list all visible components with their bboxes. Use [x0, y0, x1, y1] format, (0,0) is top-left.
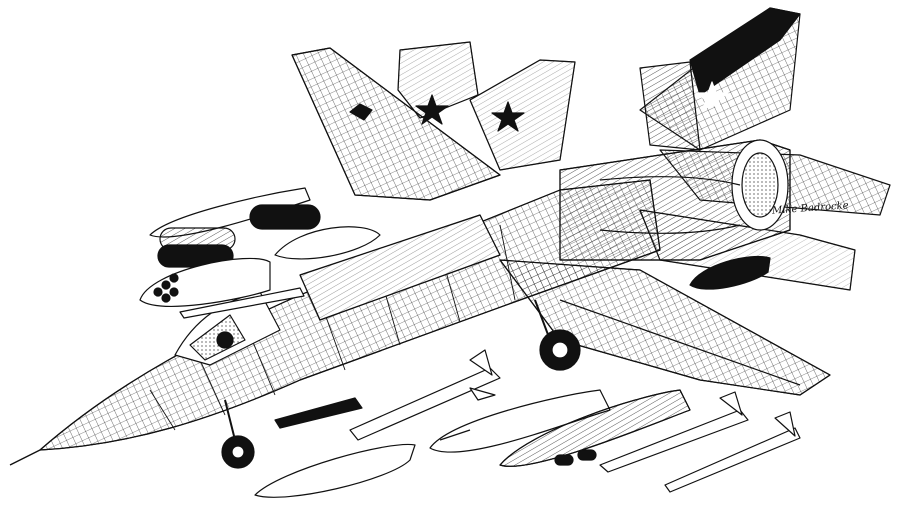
nose-landing-gear — [221, 399, 255, 469]
air-to-air-missile-1 — [349, 349, 501, 441]
red-star-icon — [491, 101, 525, 132]
gun-pod — [274, 397, 363, 429]
small-cylinders — [554, 449, 597, 466]
free-fall-bomb — [689, 255, 771, 290]
cockpit-canopy — [174, 291, 281, 366]
guided-missile-small — [179, 287, 305, 319]
red-star-icon — [415, 94, 449, 125]
external-fuel-tank-lower — [254, 443, 416, 498]
rocket-pod — [139, 257, 271, 307]
fuel-tank-nose — [274, 226, 381, 260]
upper-swept-wing — [291, 47, 501, 201]
vertical-tail-fin — [639, 7, 801, 151]
missile-pair-right — [599, 391, 801, 493]
fuselage — [9, 179, 661, 466]
air-to-surface-missile — [429, 389, 611, 453]
red-star-icon — [695, 81, 729, 112]
large-bomb — [499, 389, 691, 467]
drop-tank-upper — [149, 187, 321, 268]
main-landing-gear — [534, 299, 581, 371]
